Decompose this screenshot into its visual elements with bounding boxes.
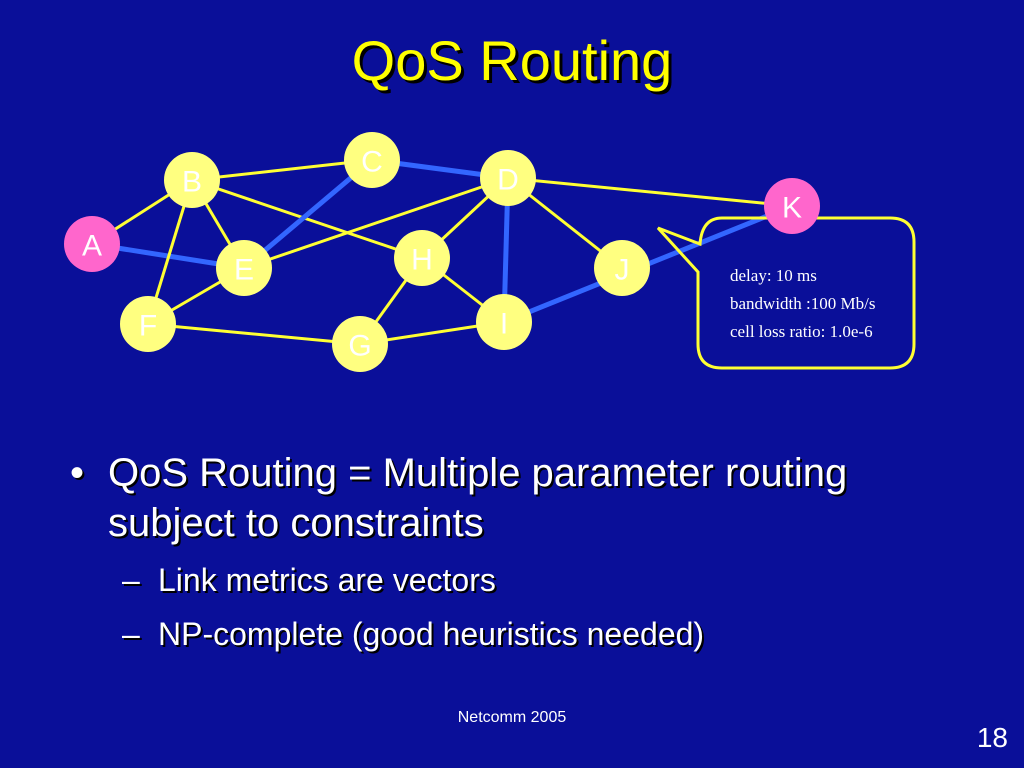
- node-circle: [344, 132, 400, 188]
- node-circle: [216, 240, 272, 296]
- node-circle: [332, 316, 388, 372]
- page-number: 18: [976, 722, 1008, 753]
- node-g: G: [332, 316, 388, 372]
- node-circle: [394, 230, 450, 286]
- node-e: E: [216, 240, 272, 296]
- sub-bullet-item: – NP-complete (good heuristics needed): [70, 614, 970, 654]
- nodes-layer: A B C D E F G H I J K: [64, 132, 820, 372]
- node-f: F: [120, 296, 176, 352]
- slide-title: QoS Routing: [351, 29, 673, 92]
- node-label: D: [497, 164, 519, 197]
- bullet-item: • QoS Routing = Multiple parameter routi…: [70, 448, 970, 548]
- node-i: I: [476, 294, 532, 350]
- callout-bubble: [656, 216, 916, 370]
- node-label: C: [361, 146, 383, 179]
- node-label: H: [411, 244, 433, 277]
- node-h: H: [394, 230, 450, 286]
- edge-d-k: [507, 176, 793, 208]
- node-circle: [120, 296, 176, 352]
- node-label: J: [615, 254, 630, 287]
- edge-b-c: [191, 158, 373, 182]
- sub-bullet-dash: –: [122, 616, 140, 652]
- callout-line-delay: delay: 10 ms: [730, 266, 817, 285]
- node-circle: [764, 178, 820, 234]
- node-label: E: [234, 254, 254, 287]
- sub-bullet-item: – Link metrics are vectors: [70, 560, 970, 600]
- edge-d-e: [243, 176, 509, 270]
- callout-line-cell-loss: cell loss ratio: 1.0e-6: [730, 322, 873, 341]
- node-c: C: [344, 132, 400, 188]
- footer-text: Netcomm 2005: [457, 709, 567, 726]
- node-label: K: [782, 192, 802, 225]
- sub-bullet-dash: –: [122, 562, 140, 598]
- callout-line-bandwidth: bandwidth :100 Mb/s: [730, 294, 875, 313]
- sub-bullet-text: NP-complete (good heuristics needed): [158, 616, 705, 652]
- bullet-list: • QoS Routing = Multiple parameter routi…: [70, 448, 970, 654]
- node-label: B: [182, 166, 202, 199]
- link-metrics-callout: delay: 10 ms bandwidth :100 Mb/s cell lo…: [656, 216, 916, 370]
- node-a: A: [64, 216, 120, 272]
- node-circle: [594, 240, 650, 296]
- edge-b-h: [191, 178, 423, 260]
- sub-bullet-text: Link metrics are vectors: [158, 562, 496, 598]
- node-label: G: [348, 330, 371, 363]
- bullet-dot: •: [70, 451, 85, 495]
- bullet-text: QoS Routing = Multiple parameter routing…: [108, 451, 848, 545]
- network-diagram: delay: 10 ms bandwidth :100 Mb/s cell lo…: [64, 132, 916, 372]
- node-k: K: [764, 178, 820, 234]
- node-label: I: [500, 308, 508, 341]
- node-circle: [64, 216, 120, 272]
- node-circle: [480, 150, 536, 206]
- edge-f-g: [147, 322, 361, 346]
- node-circle: [164, 152, 220, 208]
- node-j: J: [594, 240, 650, 296]
- node-b: B: [164, 152, 220, 208]
- node-label: F: [139, 310, 157, 343]
- node-d: D: [480, 150, 536, 206]
- node-label: A: [82, 230, 102, 263]
- node-circle: [476, 294, 532, 350]
